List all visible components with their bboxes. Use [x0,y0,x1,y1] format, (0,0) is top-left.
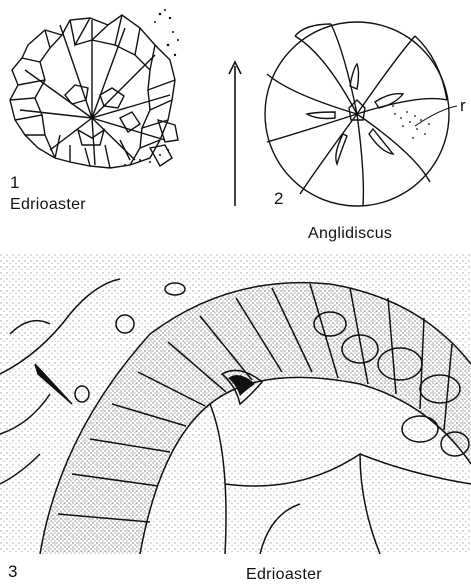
up-arrow-icon [226,58,244,208]
edrioaster-detail-illustration [0,254,471,554]
figure-3-number: 3 [8,562,17,582]
figure-3-caption: Edrioaster [246,566,322,584]
orientation-arrow [226,58,244,208]
figure-1-caption: Edrioaster [10,196,86,214]
figure-2-number: 2 [274,189,283,209]
figure-3-drawing [0,254,471,554]
figure-2-annotation-r: r [460,96,466,116]
figure-1-number: 1 [10,173,19,193]
figure-1-drawing [0,0,190,170]
edrioaster-plates-illustration [0,0,190,170]
figure-2-caption: Anglidiscus [308,225,392,243]
